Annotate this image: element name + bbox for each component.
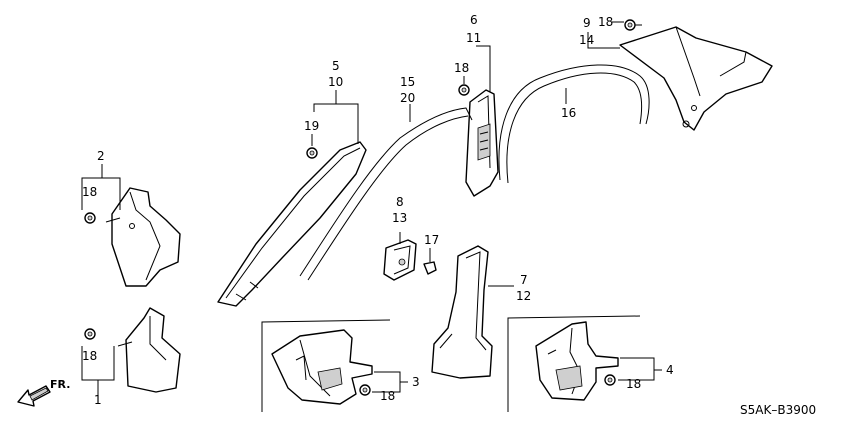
callout-5: 5 <box>332 59 340 73</box>
clip-18-left-upper <box>84 212 96 224</box>
callout-18-left-upper: 18 <box>82 185 97 199</box>
roof-weatherstrip <box>498 64 650 184</box>
clip-17 <box>423 261 437 275</box>
callout-7: 7 <box>520 273 528 287</box>
callout-13: 13 <box>392 211 407 225</box>
center-pillar-lower-trim <box>431 245 493 379</box>
callout-1: 1 <box>94 393 102 407</box>
clip-18-left-lower <box>84 328 96 340</box>
callout-10: 10 <box>328 75 343 89</box>
clip-19 <box>306 147 318 159</box>
clip-18-top-right <box>624 19 642 31</box>
diagram-code: S5AK–B3900 <box>740 403 816 417</box>
leader-lines <box>81 21 662 396</box>
part-4-box <box>507 315 641 412</box>
callout-18-left-lower: 18 <box>82 349 97 363</box>
callout-19: 19 <box>304 119 319 133</box>
callout-labels: 9 14 18 16 6 11 18 15 20 5 10 19 8 13 17… <box>82 13 674 407</box>
callout-4: 4 <box>666 363 674 377</box>
rear-pillar-trim <box>619 26 773 131</box>
center-pillar-upper-trim <box>465 89 499 197</box>
callout-20: 20 <box>400 91 415 105</box>
callout-18-top-right: 18 <box>598 15 613 29</box>
callout-14: 14 <box>579 33 594 47</box>
side-trim-lower-left <box>117 307 181 393</box>
clip-18-center-top <box>458 84 470 96</box>
callout-18-center: 18 <box>454 61 469 75</box>
callout-6: 6 <box>470 13 478 27</box>
callout-15: 15 <box>400 75 415 89</box>
front-direction-indicator: FR. <box>17 378 70 407</box>
callout-17: 17 <box>424 233 439 247</box>
front-pillar-weatherstrip <box>299 107 473 281</box>
callout-11: 11 <box>466 31 481 45</box>
callout-16: 16 <box>561 106 576 120</box>
part-3-box <box>261 319 391 412</box>
callout-3: 3 <box>412 375 420 389</box>
callout-12: 12 <box>516 289 531 303</box>
front-label: FR. <box>50 378 70 391</box>
pillar-bracket <box>383 239 417 281</box>
side-trim-upper-left <box>105 187 181 287</box>
callout-18-part4: 18 <box>626 377 641 391</box>
callout-8: 8 <box>396 195 404 209</box>
callout-18-part3: 18 <box>380 389 395 403</box>
callout-9: 9 <box>583 16 591 30</box>
callout-2: 2 <box>97 149 105 163</box>
front-pillar-trim <box>217 141 367 307</box>
